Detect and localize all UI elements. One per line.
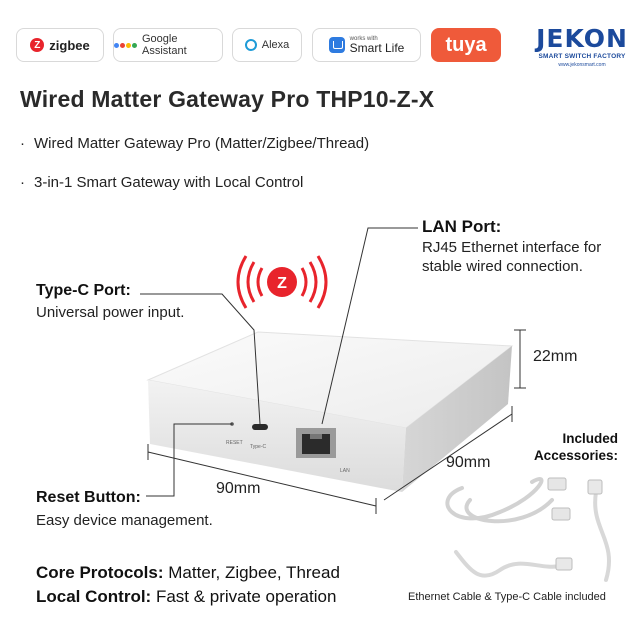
google-assistant-badge: Google Assistant [113, 28, 223, 62]
core-protocols-label: Core Protocols: [36, 563, 164, 582]
zigbee-badge-label: zigbee [49, 37, 90, 53]
bullet-item: ·Wired Matter Gateway Pro (Matter/Zigbee… [20, 135, 370, 152]
accessories-title: Included Accessories: [520, 430, 618, 464]
zigbee-signal-icon: Z [236, 255, 328, 309]
alexa-icon [244, 39, 257, 51]
width-dimension: 90mm [216, 480, 261, 497]
svg-text:Z: Z [277, 275, 287, 292]
compatibility-badges: Z zigbee Google Assistant Alexa works wi… [16, 28, 501, 64]
lan-port-description: RJ45 Ethernet interface for stable wired… [422, 239, 602, 275]
brand-logo: JEKON SMART SWITCH FACTORY www.jekonsmar… [534, 26, 630, 68]
tuya-label: tuya [445, 33, 487, 56]
dimension-lines [147, 329, 526, 514]
smart-life-label: Smart Life [349, 41, 405, 55]
device-label-lan: LAN [340, 468, 350, 474]
brand-name: JEKON [536, 24, 628, 53]
accessories-title-line2: Accessories: [533, 448, 618, 463]
gateway-device [146, 331, 514, 492]
typec-port-title: Type-C Port: [36, 282, 131, 299]
smart-life-icon [328, 37, 345, 53]
bullet-text: Wired Matter Gateway Pro (Matter/Zigbee/… [34, 135, 370, 152]
ethernet-cable [445, 476, 571, 524]
lan-port-title: LAN Port: [422, 217, 502, 236]
page-title: Wired Matter Gateway Pro THP10-Z-X [20, 86, 435, 112]
accessories-caption: Ethernet Cable & Type-C Cable included [408, 591, 606, 603]
device-label-reset: RESET [226, 440, 243, 446]
typec-cable [454, 479, 612, 582]
smart-life-works-with: works with [349, 36, 378, 42]
device-label-typec: Type-C [250, 444, 267, 450]
bullet-item: ·3-in-1 Smart Gateway with Local Control [20, 174, 304, 191]
local-control-label: Local Control: [36, 587, 152, 606]
local-control-value: Fast & private operation [151, 587, 337, 606]
accessories-title-line1: Included [562, 431, 618, 446]
typec-port [252, 424, 268, 430]
height-dimension: 22mm [533, 348, 578, 365]
callout-lines [140, 227, 418, 497]
reset-button-title: Reset Button: [36, 489, 141, 506]
smart-life-badge: works with Smart Life [312, 28, 421, 62]
zigbee-logo-icon: Z [30, 38, 45, 52]
local-control: Local Control: Fast & private operation [36, 587, 336, 607]
brand-url: www.jekonsmart.com [558, 62, 606, 68]
depth-dimension: 90mm [446, 454, 491, 471]
core-protocols-value: Matter, Zigbee, Thread [163, 563, 340, 582]
google-assistant-icon [114, 42, 137, 48]
alexa-badge: Alexa [232, 28, 302, 62]
tuya-badge: tuya [431, 28, 501, 62]
typec-port-description: Universal power input. [36, 304, 185, 321]
reset-button-description: Easy device management. [36, 512, 213, 529]
bullet-text: 3-in-1 Smart Gateway with Local Control [34, 174, 304, 191]
alexa-label: Alexa [261, 39, 290, 51]
core-protocols: Core Protocols: Matter, Zigbee, Thread [36, 563, 340, 583]
google-assistant-label: Google Assistant [142, 33, 187, 57]
brand-tagline: SMART SWITCH FACTORY [538, 53, 626, 60]
zigbee-badge: Z zigbee [16, 28, 104, 62]
